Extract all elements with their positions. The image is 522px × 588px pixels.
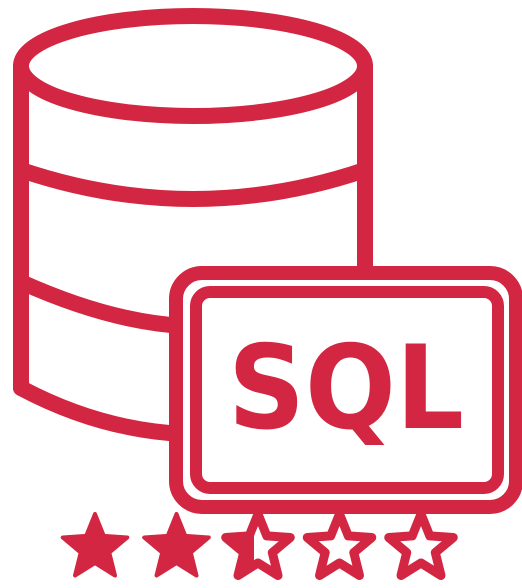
sql-box-inner	[190, 286, 504, 494]
database-band-1	[13, 162, 373, 207]
star-empty-icon	[302, 509, 377, 580]
star-half-fill	[225, 523, 254, 576]
star-half-icon	[221, 509, 295, 580]
rating-stars	[60, 509, 458, 580]
star-5	[384, 509, 458, 580]
database-band-2	[13, 274, 192, 334]
star-empty-icon	[384, 509, 458, 580]
database-bottom-curve	[13, 380, 192, 442]
sql-box-outer	[169, 266, 522, 514]
star-1	[60, 512, 130, 578]
sql-box: SQL	[169, 266, 522, 514]
star-3	[221, 509, 295, 580]
star-filled-icon	[60, 512, 130, 578]
star-filled-icon	[142, 512, 211, 578]
database-top-ellipse	[13, 8, 373, 124]
star-2	[142, 512, 211, 578]
database-cylinder-icon	[13, 8, 373, 442]
star-4	[302, 509, 377, 580]
sql-label: SQL	[228, 321, 464, 456]
